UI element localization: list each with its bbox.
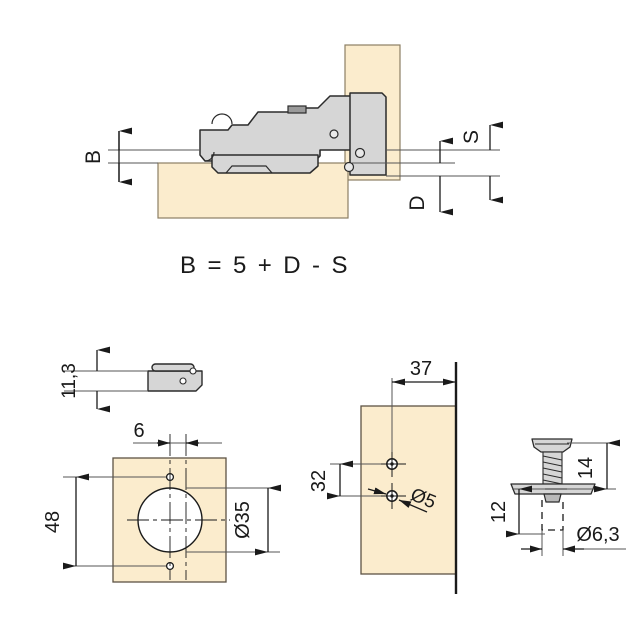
hinge-details bbox=[204, 105, 366, 174]
dim-B-label: B bbox=[82, 150, 105, 164]
cabinet-drilling-view: 37 32 Ø5 bbox=[308, 358, 458, 594]
dimension-dia-35: Ø35 bbox=[232, 484, 281, 556]
profile-hole-2 bbox=[179, 377, 187, 385]
hinge-profile-holes bbox=[179, 367, 197, 385]
hinge-cup bbox=[211, 154, 319, 174]
dim-48-label: 48 bbox=[42, 511, 64, 533]
dim-D-label: D bbox=[406, 195, 429, 210]
dim-6-label: 6 bbox=[133, 420, 144, 442]
dim-12-label: 12 bbox=[488, 501, 510, 523]
side-assembly-view: B S D B = 5 + D - S bbox=[82, 44, 503, 279]
cabinet-drilling-panel bbox=[360, 405, 457, 575]
screw-thread bbox=[542, 451, 563, 485]
dimension-32: 32 bbox=[308, 460, 353, 500]
dimension-D: D bbox=[406, 137, 453, 216]
dimension-11-3: 11,3 bbox=[59, 346, 110, 413]
dim-11-3-label: 11,3 bbox=[59, 363, 80, 399]
door-drilling-view: 6 48 Ø35 bbox=[42, 420, 281, 583]
hinge-knuckle-arc bbox=[204, 151, 215, 162]
dim-dia-6-3-label: Ø6,3 bbox=[576, 524, 619, 546]
dim-37-label: 37 bbox=[410, 358, 432, 380]
dimension-S: S bbox=[460, 121, 503, 204]
door-centre-lines bbox=[127, 434, 230, 580]
hinge-arm bbox=[199, 95, 353, 162]
screw-sleeve bbox=[543, 493, 562, 503]
dim-14-label: 14 bbox=[575, 457, 597, 479]
dim-dia-35-label: Ø35 bbox=[232, 501, 254, 539]
cabinet-centre-marks bbox=[379, 451, 406, 509]
screw-detail-view: 14 12 Ø6,3 bbox=[488, 438, 626, 556]
hinge-profile-view: 11,3 bbox=[59, 346, 203, 413]
baseplate-hole-2 bbox=[343, 161, 355, 173]
hinge-spring-arc bbox=[211, 113, 233, 125]
dim-5-leader-right bbox=[398, 499, 428, 513]
hinge-pivot-hole bbox=[329, 129, 339, 139]
dim-5-leader-left bbox=[367, 487, 387, 495]
hinge-adjust-block bbox=[287, 105, 307, 114]
screw-head bbox=[531, 438, 573, 453]
dimension-37: 37 bbox=[392, 358, 456, 386]
hinge-cup-notch bbox=[225, 165, 273, 174]
dimension-48: 48 bbox=[42, 473, 89, 570]
dimension-dia-6-3: Ø6,3 bbox=[521, 524, 620, 553]
hinge-profile-body bbox=[147, 363, 203, 392]
profile-hole-1 bbox=[189, 367, 197, 375]
dim-S-label: S bbox=[460, 130, 483, 144]
hinge-profile-cap bbox=[151, 363, 195, 372]
screw-hole-dashed bbox=[541, 500, 564, 531]
baseplate-hole-1 bbox=[354, 147, 366, 159]
hinge-profile-reference-lines bbox=[64, 370, 148, 392]
formula-text: B = 5 + D - S bbox=[180, 252, 350, 279]
dimension-14: 14 bbox=[575, 439, 620, 493]
dimension-6: 6 bbox=[133, 420, 199, 447]
dimension-12: 12 bbox=[488, 485, 532, 538]
side-view-reference-lines bbox=[108, 149, 500, 177]
dimension-B: B bbox=[82, 127, 132, 186]
dim-32-label: 32 bbox=[308, 470, 330, 492]
